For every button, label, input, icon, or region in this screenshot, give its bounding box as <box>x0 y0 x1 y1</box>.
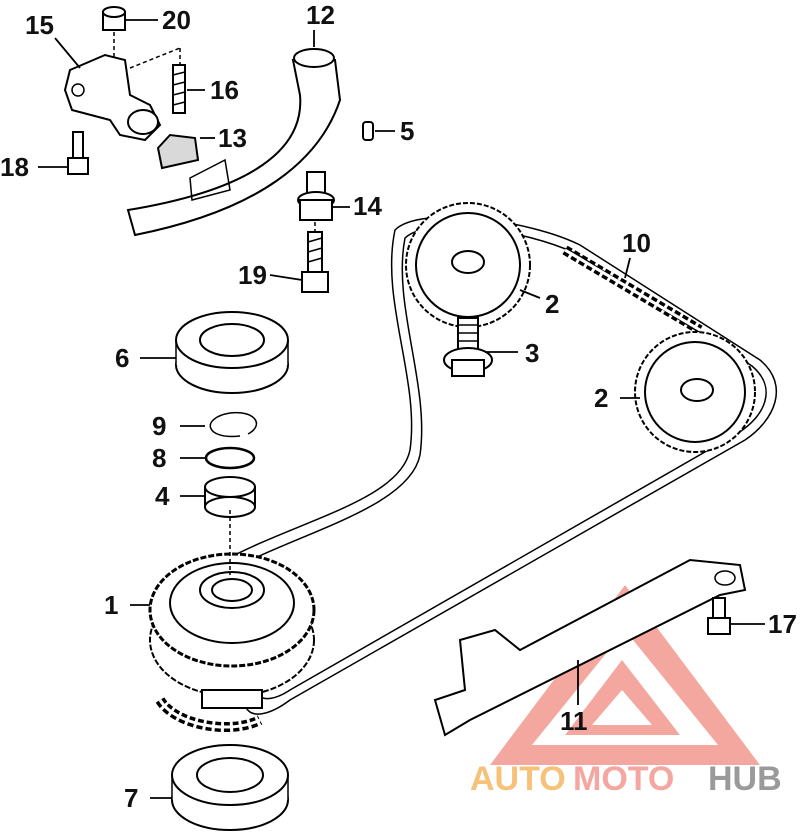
callout-labels: 1 2 2 3 4 5 6 7 8 9 10 11 12 13 14 15 16… <box>0 0 797 813</box>
callout-2-lower: 2 <box>594 383 608 413</box>
callout-1: 1 <box>104 590 118 620</box>
callout-19: 19 <box>238 260 267 290</box>
watermark-auto: AUTO <box>470 760 566 798</box>
tensioner-nut <box>102 6 126 31</box>
callout-12: 12 <box>306 0 335 30</box>
callout-14: 14 <box>353 191 382 221</box>
guide-bolt-lower <box>707 597 731 635</box>
guide-bolt <box>301 231 329 293</box>
callout-18: 18 <box>0 152 29 182</box>
bearing-upper <box>175 311 289 394</box>
watermark-moto: MOTO <box>573 760 674 798</box>
callout-2-upper: 2 <box>545 289 559 319</box>
camshaft-sprocket-lower <box>634 331 756 453</box>
callout-3: 3 <box>525 338 539 368</box>
callout-9: 9 <box>152 411 166 441</box>
bushing <box>204 476 256 518</box>
callout-13: 13 <box>218 123 247 153</box>
callout-8: 8 <box>152 443 166 473</box>
callout-17: 17 <box>768 609 797 639</box>
chain-guide-lower <box>433 558 747 737</box>
dowel-pin <box>362 121 374 141</box>
callout-20: 20 <box>162 5 191 35</box>
callout-4: 4 <box>155 481 170 511</box>
watermark-hub: HUB <box>708 760 782 798</box>
camshaft-sprocket-upper <box>405 202 531 328</box>
watermark-logo <box>490 585 760 765</box>
crank-chain-segment <box>155 696 263 732</box>
callout-10: 10 <box>622 228 651 258</box>
callout-11: 11 <box>560 706 588 736</box>
callout-5: 5 <box>400 116 414 146</box>
chain-guide-upper <box>126 48 342 237</box>
timing-chain-10 <box>562 245 703 335</box>
tensioner-bolt <box>67 131 89 175</box>
callout-6: 6 <box>115 343 129 373</box>
crankshaft-gear <box>148 552 316 709</box>
callout-7: 7 <box>124 783 138 813</box>
tensioner-stud <box>172 64 186 114</box>
callout-16: 16 <box>210 75 239 105</box>
watermark-text: AUTO MOTO HUB <box>470 760 782 798</box>
washer <box>204 446 256 470</box>
chain-tensioner-body <box>63 53 162 142</box>
tensioner-slipper <box>156 133 200 170</box>
circlip <box>209 411 258 438</box>
leader-lines <box>38 19 765 799</box>
guide-spacer <box>297 171 335 221</box>
callout-15: 15 <box>25 10 54 40</box>
bearing-lower <box>171 744 289 831</box>
sprocket-bolt <box>443 317 493 377</box>
